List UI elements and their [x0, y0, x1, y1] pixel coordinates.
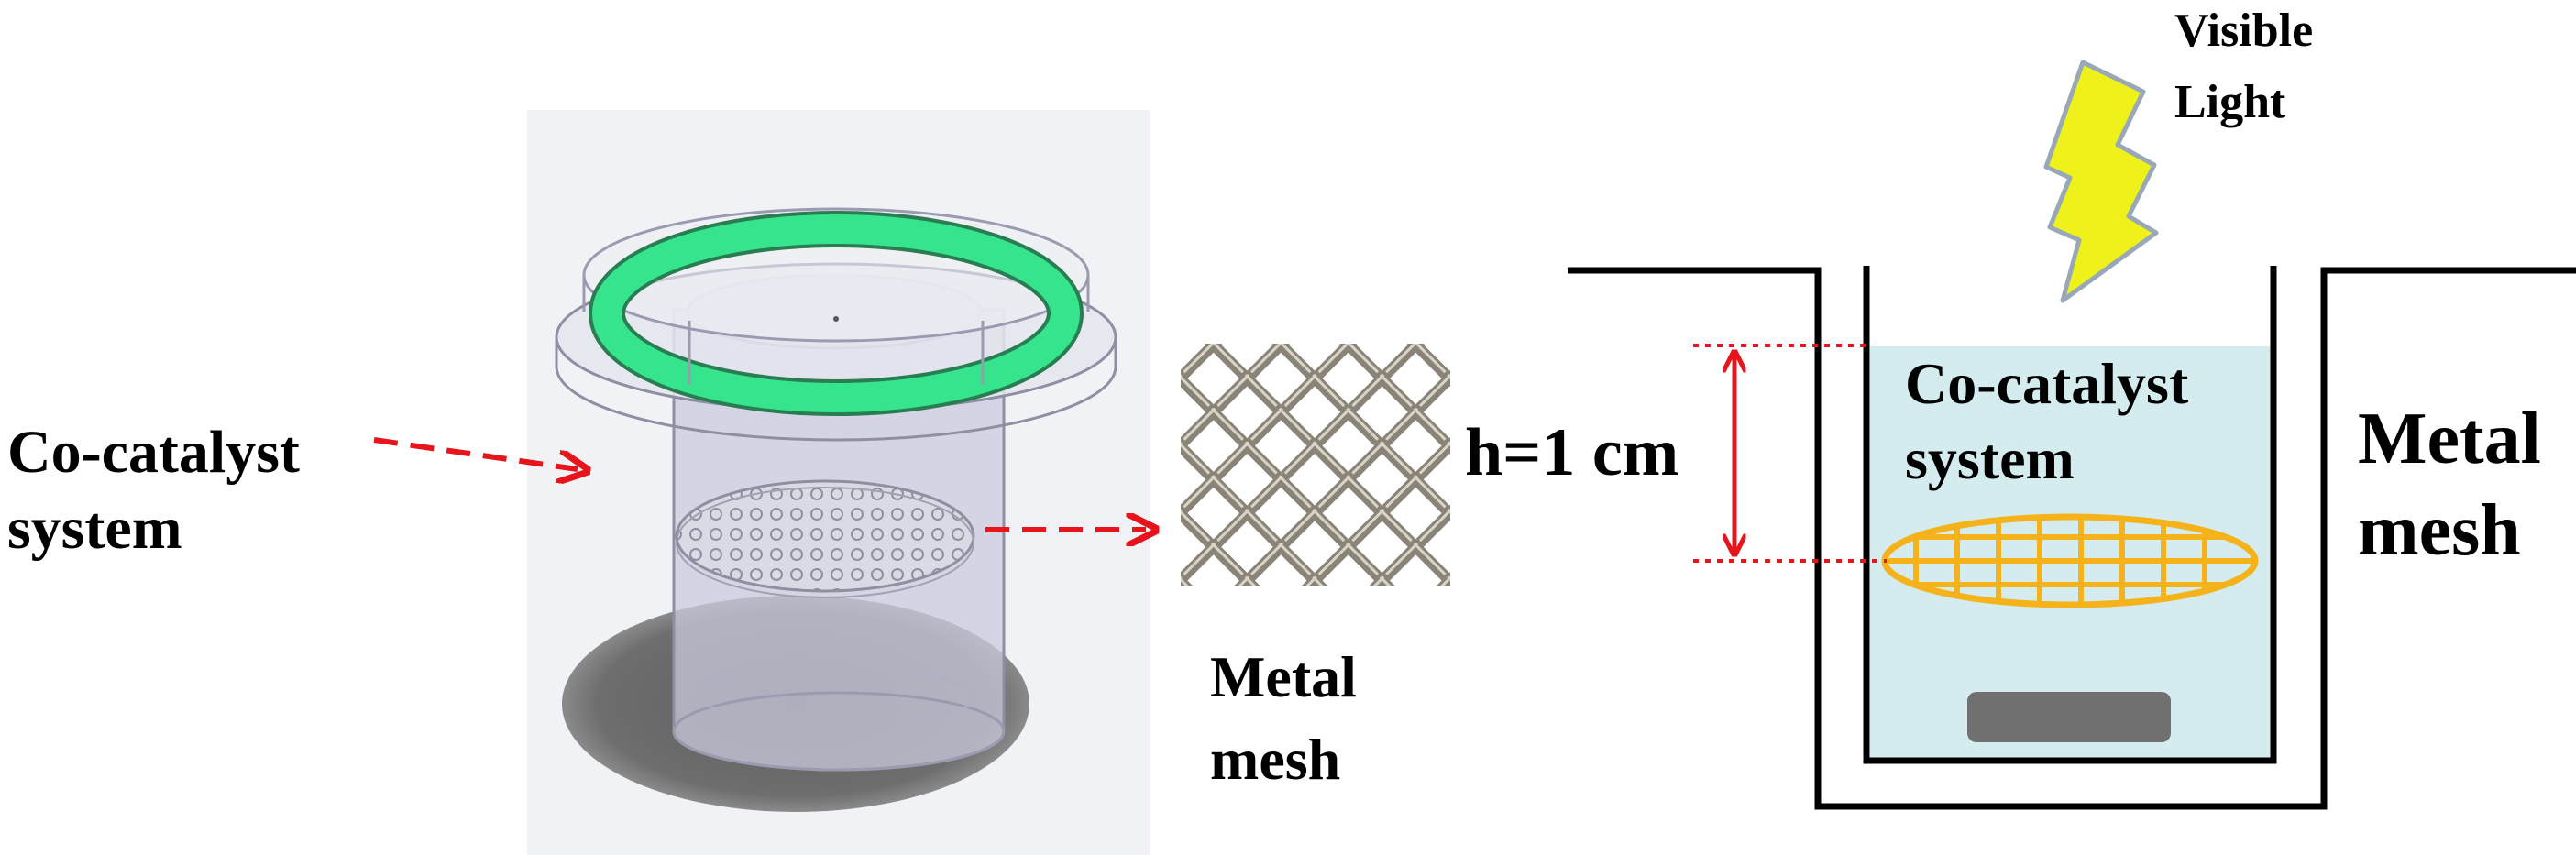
mesh-schematic	[1881, 513, 2259, 608]
mesh-photo-label-line1: Metal	[1210, 644, 1357, 709]
outer-bath	[1568, 267, 2576, 810]
reactor-rendering	[527, 110, 1150, 855]
right-mesh-label-line1: Metal	[2358, 399, 2541, 479]
inner-beaker	[1863, 266, 2277, 764]
metal-mesh-photo	[1181, 344, 1450, 586]
right-mesh-label-line2: mesh	[2358, 490, 2521, 571]
mesh-photo-label-line2: mesh	[1210, 727, 1340, 792]
solution-label-line1: Co-catalyst	[1905, 351, 2189, 416]
light-label-line2: Light	[2174, 76, 2286, 128]
solution-label-line2: system	[1905, 426, 2075, 491]
mesh-disc	[675, 479, 975, 593]
light-label-line1: Visible	[2174, 5, 2313, 57]
lightning-bolt-icon	[2043, 60, 2159, 303]
left-label-line1: Co-catalyst	[7, 419, 300, 486]
stir-bar	[1967, 692, 2171, 742]
height-label: h=1 cm	[1465, 415, 1679, 490]
left-label-line2: system	[7, 495, 182, 562]
